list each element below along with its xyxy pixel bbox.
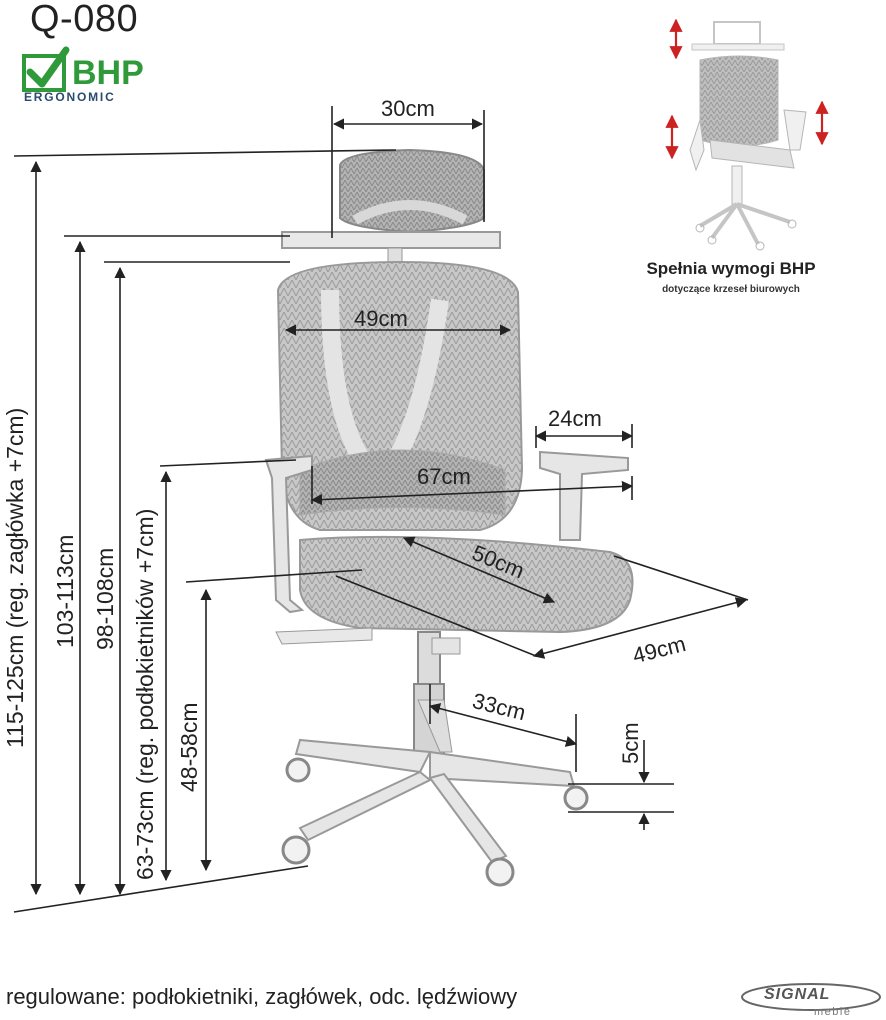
dim-seat-height: 48-58cm (176, 702, 202, 792)
requirements-title: Spełnia wymogi BHP (646, 259, 816, 278)
requirements-subtitle: dotyczące krzeseł biurowych (662, 284, 800, 295)
model-number: Q-080 (30, 0, 139, 40)
brand-logo (741, 983, 881, 1011)
dim-armrest-depth: 24cm (548, 406, 602, 431)
dim-armrest-span: 67cm (417, 464, 471, 489)
dim-back-width: 49cm (354, 306, 408, 331)
brand-subtitle: meble (814, 1006, 852, 1018)
dim-total-height: 115-125cm (reg. zagłówka +7cm) (2, 407, 28, 748)
adjustable-features: regulowane: podłokietniki, zagłówek, odc… (6, 984, 518, 1009)
logo-subtitle: ERGONOMIC (24, 90, 116, 104)
adjust-arrow-icon (665, 18, 829, 160)
dim-wheel-height: 5cm (618, 722, 643, 764)
brand-name: SIGNAL (764, 986, 831, 1003)
dim-back-height-low: 98-108cm (92, 547, 118, 650)
dim-armrest-height: 63-73cm (reg. podłokietników +7cm) (132, 508, 158, 880)
logo-mark: BHP (72, 54, 144, 92)
dim-back-height: 103-113cm (52, 534, 78, 648)
dim-headrest-width: 30cm (381, 96, 435, 121)
